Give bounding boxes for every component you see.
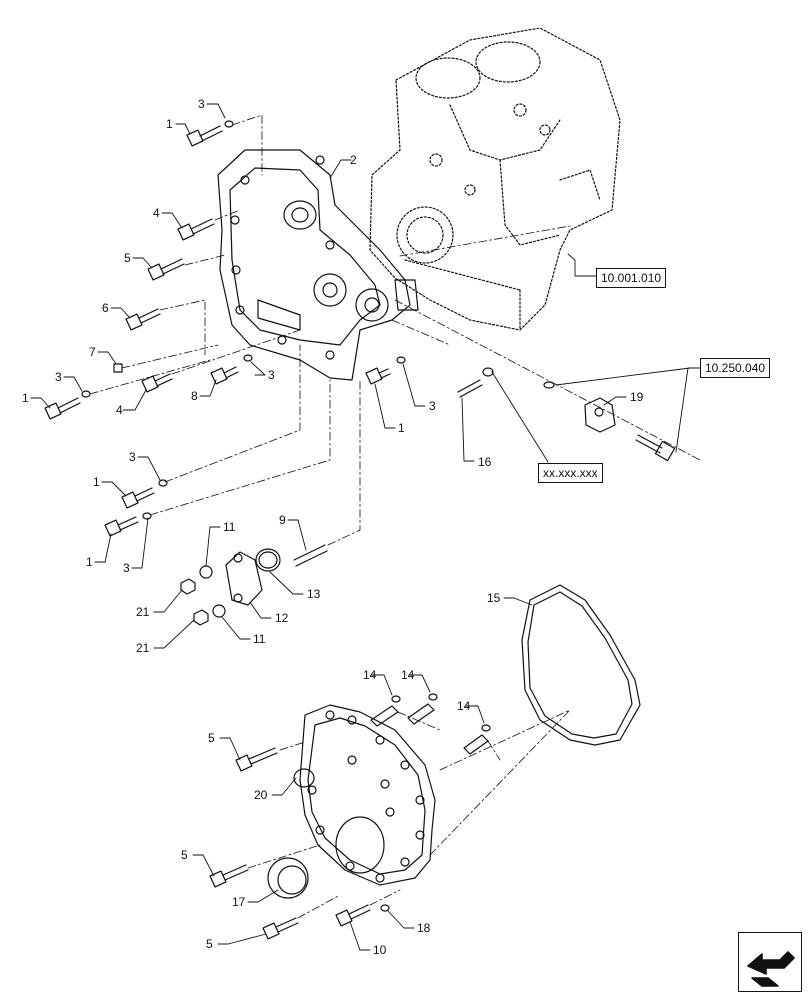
callout-label: 3 bbox=[123, 561, 130, 575]
nut-21-lower bbox=[193, 609, 209, 626]
plug bbox=[482, 367, 494, 377]
front-cover bbox=[293, 704, 436, 886]
callout-label: 1 bbox=[93, 475, 100, 489]
stud-14-a bbox=[370, 695, 401, 727]
bolt-5-cover-lower bbox=[262, 917, 299, 940]
bolt-4-lower bbox=[141, 373, 173, 393]
cover-12 bbox=[225, 551, 263, 606]
callout-label: 20 bbox=[254, 788, 268, 802]
callout-label: 5 bbox=[181, 848, 188, 862]
washer-3-top bbox=[224, 120, 234, 128]
callout-label: 5 bbox=[206, 937, 213, 951]
o-ring-13 bbox=[255, 548, 281, 572]
gasket-15 bbox=[521, 584, 641, 746]
callout-label: 6 bbox=[102, 301, 109, 315]
callout-label: 14 bbox=[401, 668, 415, 682]
bolt-1-center bbox=[365, 367, 391, 385]
washer-11-lower bbox=[212, 604, 226, 618]
bolt-8 bbox=[210, 366, 239, 385]
reference-box-stud[interactable]: xx.xxx.xxx bbox=[538, 463, 603, 483]
engine-block bbox=[369, 27, 621, 331]
callout-label: 1 bbox=[22, 391, 29, 405]
callout-label: 3 bbox=[129, 450, 136, 464]
callout-label: 12 bbox=[275, 611, 289, 625]
callout-label: 3 bbox=[198, 97, 205, 111]
callout-label: 13 bbox=[307, 587, 321, 601]
callout-label: 11 bbox=[223, 520, 236, 534]
cover-plate-19 bbox=[584, 397, 616, 433]
washer-3-left bbox=[81, 390, 91, 398]
bolt-5-cover-middle bbox=[209, 864, 249, 888]
callout-label: 1 bbox=[86, 555, 93, 569]
callout-label: 14 bbox=[363, 668, 377, 682]
stud-7 bbox=[113, 363, 123, 373]
callout-label: 17 bbox=[232, 895, 246, 909]
washer-3-lower bbox=[142, 512, 152, 520]
navigation-button[interactable] bbox=[738, 932, 802, 992]
callout-label: 16 bbox=[478, 455, 492, 469]
reference-box-engine-block[interactable]: 10.001.010 bbox=[596, 268, 667, 288]
callout-label: 5 bbox=[208, 731, 215, 745]
stud-16 bbox=[457, 379, 483, 398]
callout-label: 4 bbox=[153, 206, 160, 220]
oil-seal-17 bbox=[267, 857, 309, 899]
callout-label: 4 bbox=[116, 403, 123, 417]
bolt-5-cover-upper bbox=[235, 747, 278, 772]
bolt-1-lower bbox=[104, 516, 139, 537]
callout-label: 14 bbox=[457, 699, 471, 713]
bolt-1-top bbox=[186, 125, 223, 147]
callout-label: 5 bbox=[124, 251, 131, 265]
reference-box-cover-plate[interactable]: 10.250.040 bbox=[700, 358, 771, 378]
callout-label: 2 bbox=[350, 153, 357, 167]
callout-label: 7 bbox=[89, 345, 96, 359]
callout-label: 10 bbox=[373, 943, 387, 957]
callout-label: 1 bbox=[398, 421, 405, 435]
bolt-1-mid bbox=[121, 487, 155, 509]
washer-3-center bbox=[243, 354, 253, 362]
bolt-6 bbox=[125, 308, 161, 331]
callout-label: 9 bbox=[279, 513, 286, 527]
o-ring-small bbox=[543, 381, 555, 389]
bolt-1-left bbox=[44, 397, 81, 420]
bolt-5-upper bbox=[147, 258, 185, 281]
nut-21-upper bbox=[180, 578, 196, 595]
washer-3-mid bbox=[158, 479, 168, 487]
washer-18 bbox=[380, 904, 390, 912]
next-page-arrow-icon[interactable] bbox=[747, 951, 795, 987]
callout-label: 19 bbox=[630, 390, 644, 404]
callout-label: 8 bbox=[191, 389, 198, 403]
callout-label: 18 bbox=[417, 921, 431, 935]
stud-9 bbox=[293, 544, 328, 567]
callout-label: 3 bbox=[429, 399, 436, 413]
stud-14-c bbox=[463, 724, 491, 755]
callout-label: 15 bbox=[487, 591, 501, 605]
callout-label: 21 bbox=[136, 641, 150, 655]
bolt-cover bbox=[635, 434, 676, 462]
callout-label: 21 bbox=[136, 605, 150, 619]
stud-14-b bbox=[407, 693, 438, 725]
callout-label: 11 bbox=[253, 632, 266, 646]
washer-3-right bbox=[396, 356, 406, 364]
washer-11-upper bbox=[199, 565, 213, 579]
bolt-4-upper bbox=[177, 218, 215, 241]
callout-label: 3 bbox=[55, 370, 62, 384]
gear-housing bbox=[217, 149, 419, 381]
bolt-10 bbox=[335, 904, 371, 927]
callout-label: 3 bbox=[268, 368, 275, 382]
callout-label: 1 bbox=[166, 117, 173, 131]
